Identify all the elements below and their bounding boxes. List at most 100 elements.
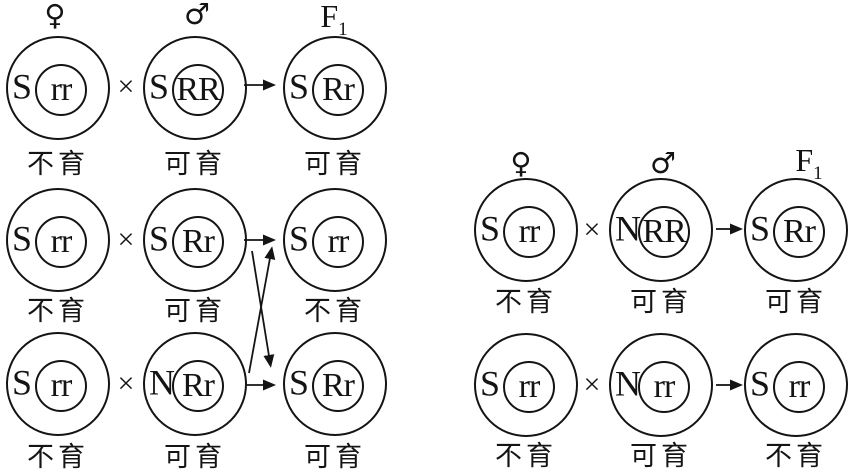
cytoplasm-type: S bbox=[480, 363, 501, 404]
organism-offspring: Rr S bbox=[744, 178, 848, 282]
fertility-label: 可育 bbox=[630, 441, 692, 471]
cross-operator: × bbox=[117, 223, 135, 256]
nuclear-genotype: rr bbox=[50, 223, 73, 260]
cytoplasm-circle bbox=[283, 332, 387, 436]
nucleus-circle: rr bbox=[503, 361, 555, 413]
cytoplasm-type: N bbox=[149, 362, 175, 403]
cytoplasm-type: S bbox=[480, 208, 501, 249]
cytoplasm-type: S bbox=[289, 362, 310, 403]
nuclear-genotype: Rr bbox=[182, 223, 215, 260]
fertility-label: 可育 bbox=[630, 287, 692, 317]
fertility-label: 可育 bbox=[164, 296, 226, 326]
fertility-label: 可育 bbox=[304, 149, 366, 179]
female-symbol: ♀ bbox=[44, 0, 66, 32]
cytoplasm-type: S bbox=[750, 208, 771, 249]
fertility-label: 不育 bbox=[27, 296, 89, 326]
fertility-label: 可育 bbox=[765, 287, 827, 317]
nuclear-genotype: rr bbox=[327, 223, 350, 260]
cytoplasm-circle bbox=[744, 178, 848, 282]
nucleus-circle: Rr bbox=[312, 360, 364, 412]
cytoplasm-circle bbox=[6, 36, 110, 140]
fertility-label: 不育 bbox=[765, 441, 827, 471]
cytoplasm-circle bbox=[6, 332, 110, 436]
f1-subscript: 1 bbox=[338, 19, 348, 40]
nuclear-genotype: rr bbox=[518, 368, 541, 405]
f1-base: F bbox=[320, 0, 339, 34]
organism-parent1: rr S bbox=[474, 333, 578, 437]
organism-parent2: RR S bbox=[143, 36, 247, 140]
cytoplasm-circle bbox=[6, 188, 110, 292]
nuclear-genotype: RR bbox=[176, 71, 220, 108]
cytoplasm-type: S bbox=[149, 218, 170, 259]
f1-generation-label: F1 bbox=[320, 0, 347, 39]
fertility-label: 可育 bbox=[304, 442, 366, 472]
cytoplasm-type: S bbox=[12, 218, 33, 259]
cytoplasm-circle bbox=[609, 178, 713, 282]
fertility-label: 不育 bbox=[495, 287, 557, 317]
organism-parent1: rr S bbox=[6, 188, 110, 292]
nucleus-circle: rr bbox=[35, 216, 87, 268]
fertility-label: 可育 bbox=[164, 149, 226, 179]
cytoplasm-circle bbox=[474, 178, 578, 282]
organism-offspring: rr S bbox=[744, 333, 848, 437]
f1-subscript: 1 bbox=[813, 163, 823, 184]
cytoplasm-type: S bbox=[12, 362, 33, 403]
nucleus-circle: Rr bbox=[773, 206, 825, 258]
cytoplasm-type: N bbox=[615, 208, 641, 249]
nucleus-circle: rr bbox=[503, 206, 555, 258]
female-symbol: ♀ bbox=[510, 146, 532, 180]
cytoplasm-circle bbox=[744, 333, 848, 437]
nucleus-circle: RR bbox=[172, 64, 224, 116]
organism-offspring: rr S bbox=[283, 188, 387, 292]
cytoplasm-type: S bbox=[750, 363, 771, 404]
nuclear-genotype: Rr bbox=[322, 71, 355, 108]
fertility-label: 不育 bbox=[495, 441, 557, 471]
nuclear-genotype: rr bbox=[788, 368, 811, 405]
cytoplasm-type: S bbox=[149, 66, 170, 107]
f1-base: F bbox=[795, 142, 814, 178]
organism-parent1: rr S bbox=[6, 36, 110, 140]
nuclear-genotype: rr bbox=[653, 368, 676, 405]
nucleus-circle: rr bbox=[773, 361, 825, 413]
cross-operator: × bbox=[583, 213, 601, 246]
nucleus-circle: Rr bbox=[172, 360, 224, 412]
organism-parent1: rr S bbox=[6, 332, 110, 436]
cytoplasm-type: S bbox=[289, 66, 310, 107]
organism-parent2: Rr S bbox=[143, 188, 247, 292]
organism-parent2: Rr N bbox=[143, 332, 247, 436]
nucleus-circle: RR bbox=[638, 206, 690, 258]
organism-offspring: Rr S bbox=[283, 332, 387, 436]
cytoplasm-circle bbox=[283, 36, 387, 140]
male-symbol: ♂ bbox=[184, 0, 210, 31]
nuclear-genotype: Rr bbox=[182, 367, 215, 404]
nucleus-circle: rr bbox=[638, 361, 690, 413]
nuclear-genotype: rr bbox=[50, 71, 73, 108]
cytoplasm-circle bbox=[283, 188, 387, 292]
cytoplasm-type: S bbox=[12, 66, 33, 107]
cytoplasm-type: S bbox=[289, 218, 310, 259]
fertility-label: 不育 bbox=[27, 442, 89, 472]
fertility-label: 不育 bbox=[27, 149, 89, 179]
nucleus-circle: Rr bbox=[312, 64, 364, 116]
cross-operator: × bbox=[117, 70, 135, 103]
organism-offspring: Rr S bbox=[283, 36, 387, 140]
fertility-label: 不育 bbox=[304, 296, 366, 326]
cytoplasm-circle bbox=[474, 333, 578, 437]
nuclear-genotype: rr bbox=[518, 213, 541, 250]
organism-parent2: RR N bbox=[609, 178, 713, 282]
nuclear-genotype: rr bbox=[50, 367, 73, 404]
nucleus-circle: rr bbox=[35, 360, 87, 412]
cytoplasm-circle bbox=[143, 36, 247, 140]
cytoplasm-type: N bbox=[615, 363, 641, 404]
nucleus-circle: rr bbox=[35, 64, 87, 116]
nuclear-genotype: RR bbox=[642, 213, 686, 250]
nuclear-genotype: Rr bbox=[322, 367, 355, 404]
nucleus-circle: Rr bbox=[172, 216, 224, 268]
organism-parent1: rr S bbox=[474, 178, 578, 282]
male-symbol: ♂ bbox=[650, 146, 676, 180]
f1-generation-label: F1 bbox=[795, 142, 822, 183]
cytoplasm-circle bbox=[609, 333, 713, 437]
nuclear-genotype: Rr bbox=[783, 213, 816, 250]
cross-operator: × bbox=[583, 368, 601, 401]
